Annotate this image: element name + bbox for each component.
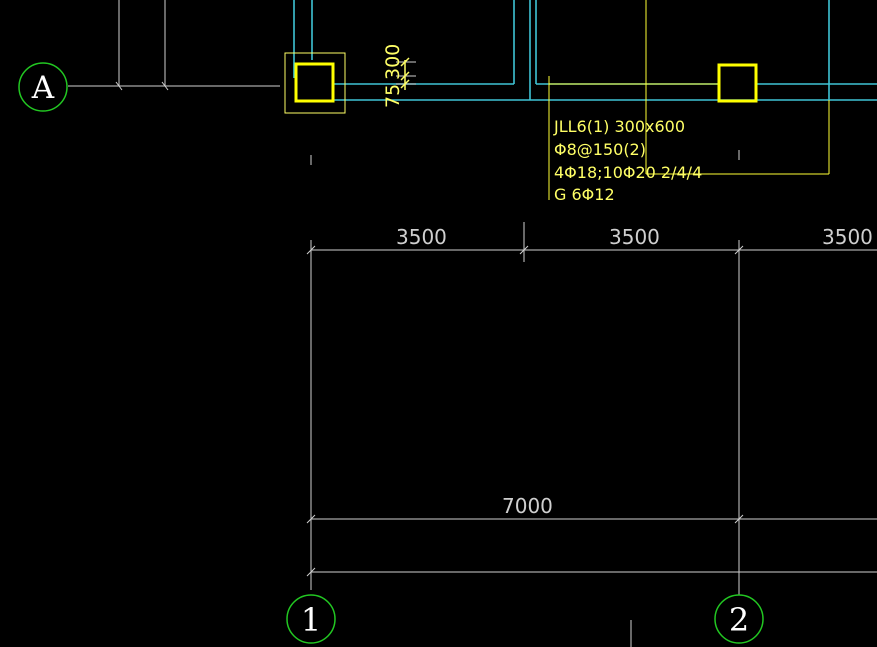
small-dim-labels: 300 75 <box>382 44 404 108</box>
small-dim-marks <box>400 57 410 90</box>
beam-annotation-line-1: JLL6(1) 300x600 <box>553 117 685 136</box>
dim-tick-1 <box>306 245 316 255</box>
column-a1[interactable] <box>284 52 346 114</box>
beam-annotation-line-2: Φ8@150(2) <box>554 140 646 159</box>
axis-bubble-a[interactable]: A <box>18 62 68 112</box>
yellow-outlines <box>548 0 830 200</box>
column-a1-inner <box>294 62 335 103</box>
small-dim-tick-2 <box>400 71 410 81</box>
column-a2[interactable] <box>717 63 758 103</box>
beam-annotation-line-4: G 6Φ12 <box>554 185 615 204</box>
small-dim-75: 75 <box>382 84 404 108</box>
column-a2-inner <box>717 63 758 103</box>
dim-tick-6 <box>306 567 316 577</box>
dimension-labels: 3500 3500 3500 7000 <box>396 225 873 518</box>
axis-bubble-a-circle <box>18 62 68 112</box>
dim-tick-5 <box>734 514 744 524</box>
axis-bubble-1-label: 1 <box>301 601 321 639</box>
small-dim-tick-3 <box>400 79 410 89</box>
dim-label-span-3: 3500 <box>822 225 873 249</box>
axis-bubble-a-label: A <box>31 70 55 106</box>
small-dim-tick-1 <box>400 57 410 67</box>
axis-bubble-1-circle <box>286 594 336 644</box>
small-dim-300: 300 <box>382 44 404 80</box>
dim-tick-4 <box>306 514 316 524</box>
axis-bubble-1[interactable]: 1 <box>286 594 336 644</box>
beam-annotation[interactable]: JLL6(1) 300x600 Φ8@150(2) 4Φ18;10Φ20 2/4… <box>553 117 702 204</box>
dim-label-total-1-2: 7000 <box>502 494 553 518</box>
dim-tick-3 <box>734 245 744 255</box>
dim-label-span-1: 3500 <box>396 225 447 249</box>
dim-label-span-2: 3500 <box>609 225 660 249</box>
grid-lines <box>68 0 877 647</box>
dim-tick-2 <box>519 245 529 255</box>
axis-bubble-2-circle <box>714 594 764 644</box>
axis-bubble-2[interactable]: 2 <box>714 594 764 644</box>
axis-bubble-2-label: 2 <box>729 601 749 639</box>
column-a1-outer <box>284 52 346 114</box>
beam-annotation-line-3: 4Φ18;10Φ20 2/4/4 <box>554 163 702 182</box>
